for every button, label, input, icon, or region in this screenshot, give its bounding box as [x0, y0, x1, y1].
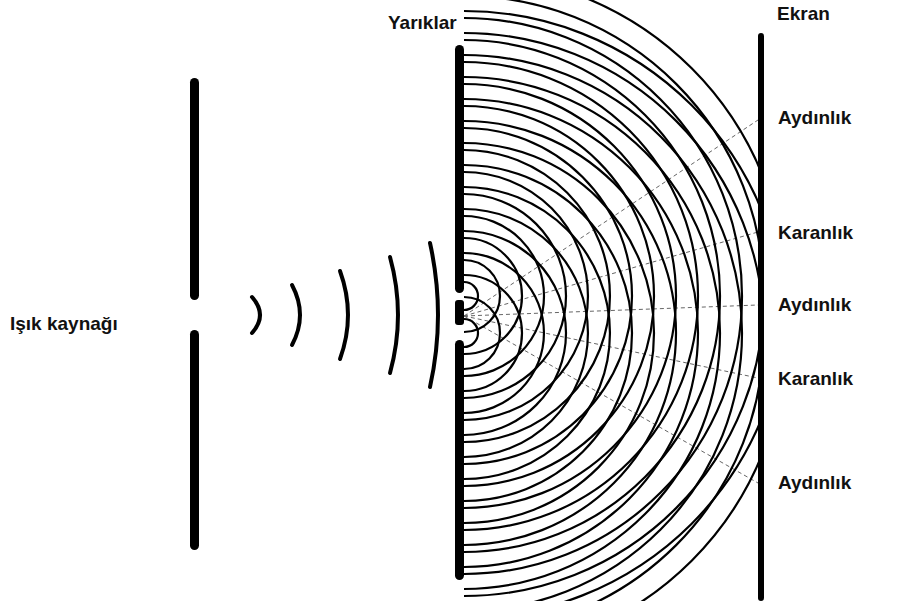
wavefront [464, 253, 544, 413]
source-barrier [190, 78, 199, 300]
wavefront [464, 62, 698, 530]
wavefront [464, 275, 522, 391]
wavefront [464, 238, 522, 354]
wavefront [390, 257, 398, 373]
wavefront [464, 40, 720, 552]
wavefront [464, 297, 500, 369]
wavefront [252, 297, 260, 333]
wavefront [464, 209, 588, 457]
slit-barrier [455, 300, 464, 325]
slit-wavefronts [464, 0, 762, 601]
incoming-wavefronts [252, 243, 438, 387]
wavefront [464, 11, 762, 601]
wavefront [464, 0, 762, 601]
bright-label: Aydınlık [776, 107, 853, 130]
wavefront [464, 150, 610, 442]
source-label: Işık kaynağı [8, 313, 120, 336]
screen [758, 33, 764, 601]
wavefront [430, 243, 438, 387]
wavefront [292, 285, 300, 345]
wavefront [464, 172, 588, 420]
wavefront [464, 18, 742, 574]
wavefront [464, 187, 610, 479]
wavefront [464, 165, 632, 501]
wavefront [464, 99, 698, 567]
bright-label: Aydınlık [776, 294, 853, 317]
slits-label: Yarıklar [386, 12, 459, 35]
dark-label: Karanlık [776, 368, 855, 391]
wavefront [340, 271, 348, 359]
wavefront [464, 0, 762, 596]
source-barrier [190, 330, 199, 550]
wavefront [464, 33, 762, 601]
screen-label: Ekran [775, 3, 832, 26]
bright-label: Aydınlık [776, 472, 853, 495]
path-line [464, 305, 758, 316]
wavefront [464, 319, 478, 347]
wavefront [464, 231, 566, 435]
slit-barrier [455, 340, 464, 580]
wavefront [464, 77, 720, 589]
dark-label: Karanlık [776, 222, 855, 245]
slit-barrier [455, 45, 464, 293]
wavefront [464, 128, 632, 464]
wavefront [464, 143, 654, 523]
wavefront [464, 194, 566, 398]
